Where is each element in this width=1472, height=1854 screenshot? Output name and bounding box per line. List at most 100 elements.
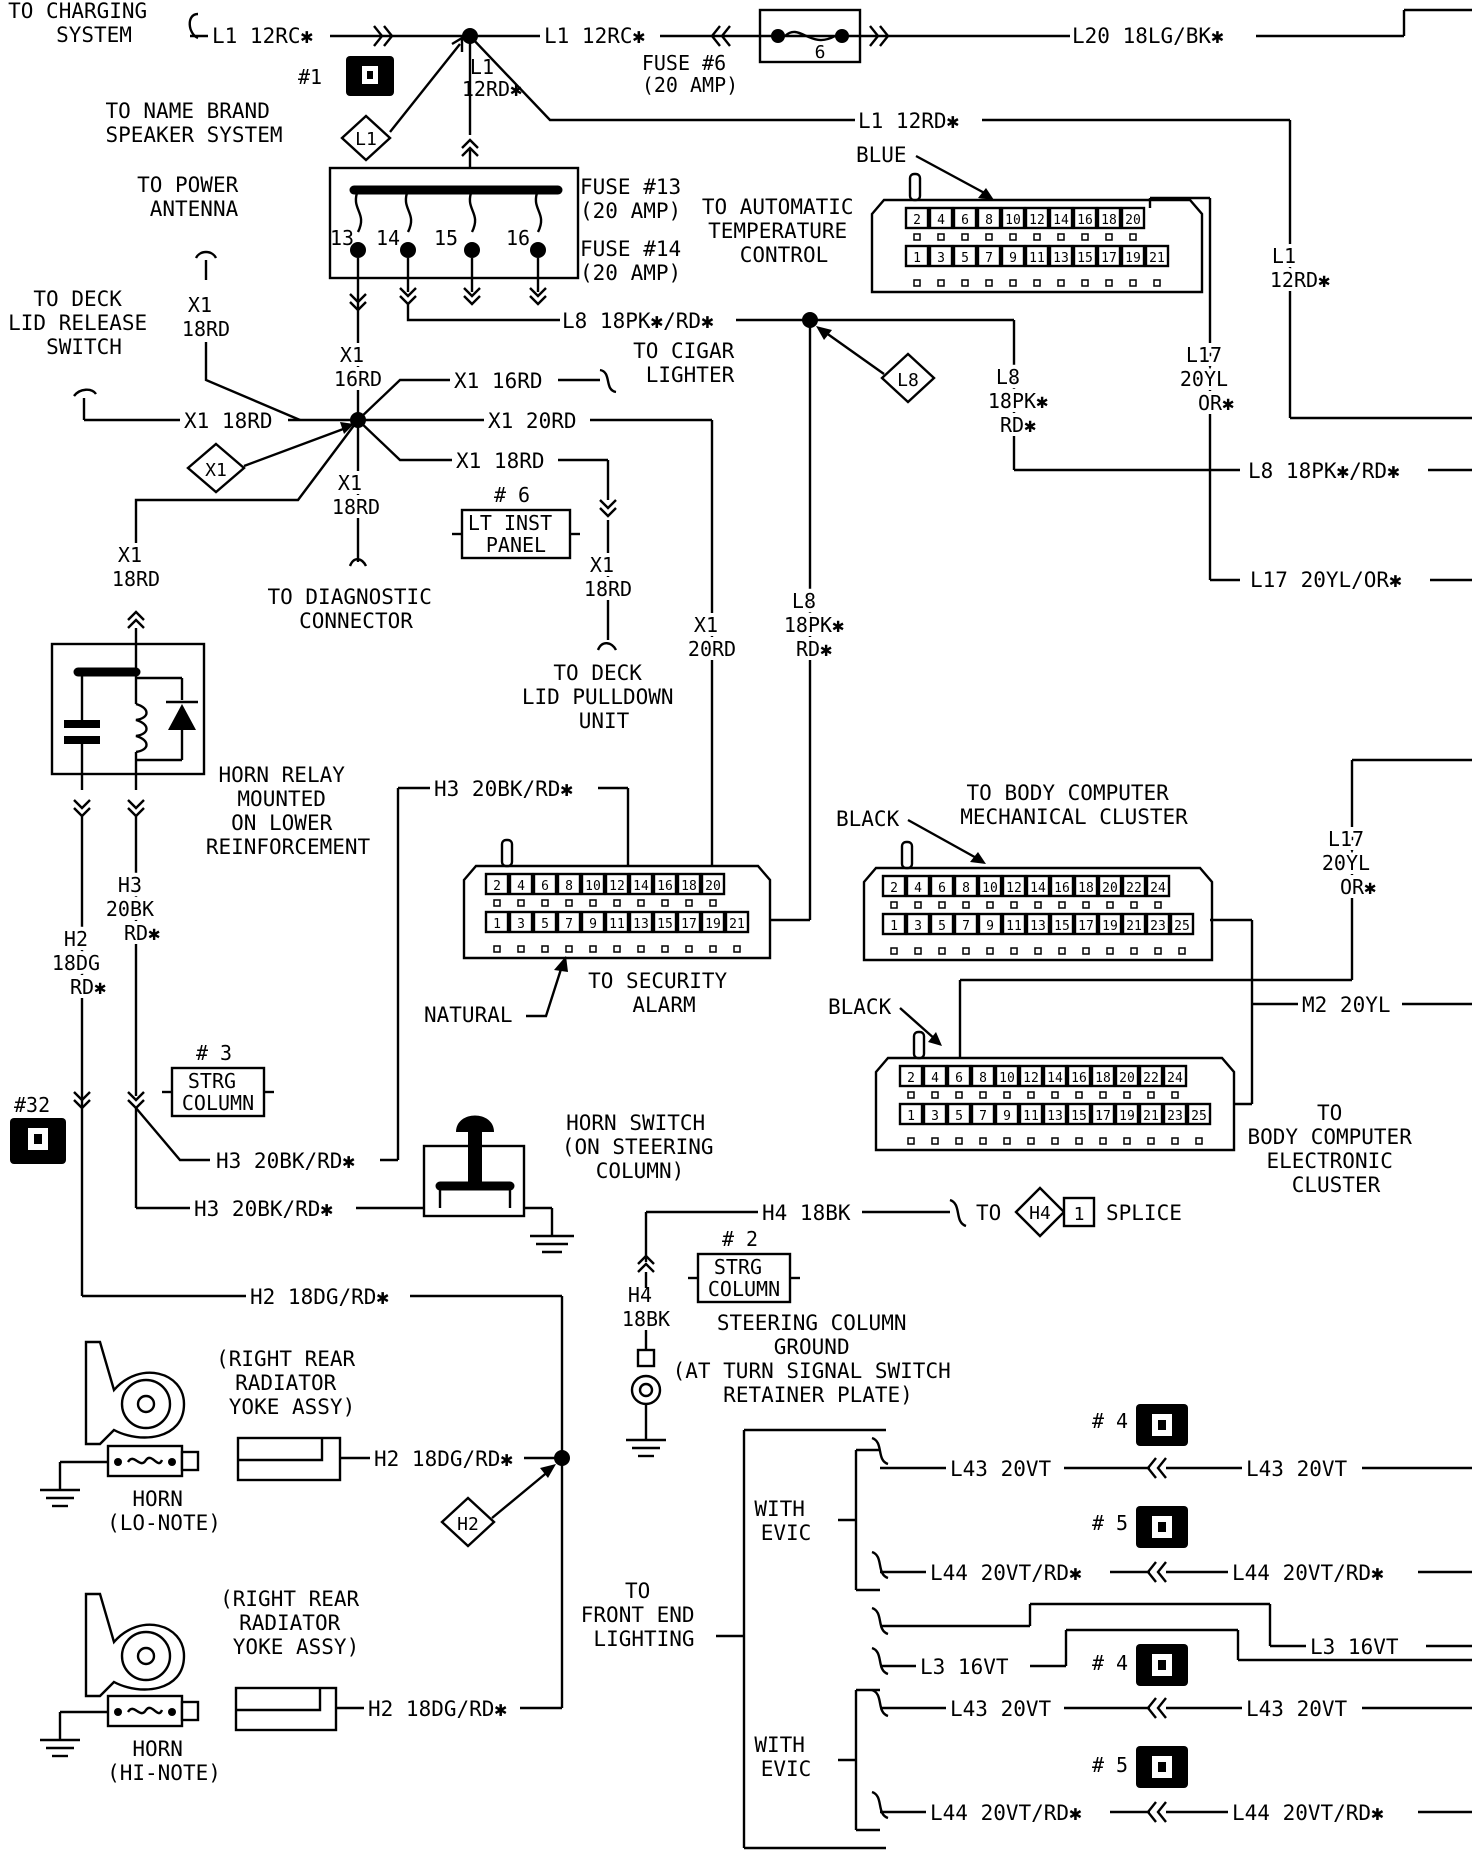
connector-pin-label: 21	[1149, 251, 1165, 266]
connector-pin	[1049, 874, 1075, 898]
connector-pin	[904, 244, 930, 268]
connector-pin-label: 24	[1167, 1071, 1183, 1086]
to-charging-system-label: TO CHARGING SYSTEM	[8, 0, 160, 47]
svg-text:L17 20YL OR✱: L17 20YL OR✱	[1180, 343, 1240, 415]
connector-pin	[1073, 874, 1099, 898]
connector-pin-label: 10	[585, 879, 601, 894]
connector-pin-label: 12	[1006, 881, 1022, 896]
connector-1: #1	[298, 56, 394, 96]
connector-pin	[977, 874, 1003, 898]
connector-pin-label: 11	[609, 917, 625, 932]
svg-text:H2 18DG/RD✱: H2 18DG/RD✱	[368, 1697, 507, 1721]
connector-pin-label: 25	[1174, 919, 1190, 934]
connector-pin-label: 8	[962, 881, 970, 896]
svg-text:# 3: # 3	[196, 1041, 232, 1065]
connector-pin	[946, 1064, 972, 1088]
connector-pin	[1138, 1102, 1164, 1126]
connector-pin-label: 20	[1119, 1071, 1135, 1086]
connector-pin-label: 19	[1125, 251, 1141, 266]
connector-pin	[1001, 874, 1027, 898]
connector-pin-label: 17	[681, 917, 697, 932]
svg-text:H3 20BK/RD✱: H3 20BK/RD✱	[434, 777, 573, 801]
horn-switch-label: HORN SWITCH (ON STEERING COLUMN)	[562, 1111, 726, 1183]
connector-pin-label: 18	[1095, 1071, 1111, 1086]
connector-pin	[928, 206, 954, 230]
connector-pin-label: 15	[657, 917, 673, 932]
connector-pin-label: 22	[1143, 1071, 1159, 1086]
steering-ground-label: STEERING COLUMN GROUND (AT TURN SIGNAL S…	[673, 1311, 964, 1407]
connector-pin-label: 1	[890, 919, 898, 934]
connector-pin-label: 18	[1101, 213, 1117, 228]
fuse-block-13-16: 13 14 15 16	[328, 166, 580, 312]
connector-pin	[953, 874, 979, 898]
connector-pin	[1120, 244, 1146, 268]
connector-pin	[1072, 244, 1098, 268]
l8-right-label: L8 18PK✱/RD✱	[1248, 459, 1400, 483]
svg-text:H4: H4	[1029, 1203, 1051, 1224]
connector-pin-label: 18	[1078, 881, 1094, 896]
connector-pin	[929, 912, 955, 936]
connector-pin-label: 18	[681, 879, 697, 894]
black-label-1: BLACK	[836, 807, 900, 831]
connector-pin-label: 19	[1102, 919, 1118, 934]
svg-text:L44 20VT/RD✱: L44 20VT/RD✱	[1232, 1801, 1384, 1825]
connector-pin-label: 12	[1029, 213, 1045, 228]
connector-pin-label: 16	[1054, 881, 1070, 896]
connector-pin	[580, 910, 606, 934]
svg-text:TO DECK LID PULLDOWN U: TO DECK LID PULLDOWN UNIT	[522, 661, 686, 733]
connector-pin	[1066, 1102, 1092, 1126]
svg-text:# 5: # 5	[1092, 1511, 1128, 1535]
connector-pin	[922, 1064, 948, 1088]
connector-pin	[532, 910, 558, 934]
l1-12rc-label-b: L1 12RC✱	[544, 24, 646, 48]
connector-pin	[700, 872, 726, 896]
connector-pin-label: 4	[931, 1071, 939, 1086]
svg-text:# 6: # 6	[494, 483, 530, 507]
connector-pin-label: 7	[979, 1109, 987, 1124]
svg-text:# 5: # 5	[1092, 1753, 1128, 1777]
svg-text:TO CIGAR LIGHTER: TO CIGAR LIGHTER	[633, 339, 747, 387]
connector-pin	[1090, 1064, 1116, 1088]
connector-pin	[1138, 1064, 1164, 1088]
svg-text:L8 18PK✱ RD✱: L8 18PK✱ RD✱	[784, 589, 856, 661]
connector-pin-label: 22	[1126, 881, 1142, 896]
svg-text:L1 12RD✱: L1 12RD✱	[462, 55, 522, 101]
connector-pin-label: 9	[1009, 251, 1017, 266]
connector-pin-label: 3	[914, 919, 922, 934]
connector-pin	[928, 244, 954, 268]
connector-pin	[922, 1102, 948, 1126]
connector-pin-label: 7	[985, 251, 993, 266]
svg-text:HORN (HI-NOTE): HORN (HI-NOTE)	[107, 1737, 221, 1785]
connector-pin	[556, 872, 582, 896]
to-deck-lid-release-label: TO DECK LID RELEASE SWITCH	[8, 287, 160, 359]
connector-pin	[628, 872, 654, 896]
connector-pin	[977, 912, 1003, 936]
connector-pin-label: 14	[633, 879, 649, 894]
m2-wire: M2 20YL	[1210, 918, 1472, 1106]
svg-text:L44 20VT/RD✱: L44 20VT/RD✱	[930, 1801, 1082, 1825]
svg-text:M2 20YL: M2 20YL	[1302, 993, 1391, 1017]
svg-text:# 2: # 2	[722, 1227, 758, 1251]
connector-pin-label: 1	[493, 917, 501, 932]
connector-pin-label: 24	[1150, 881, 1166, 896]
connector-pin	[1000, 244, 1026, 268]
connector-pin-label: 8	[979, 1071, 987, 1086]
connector-pin	[1097, 874, 1123, 898]
connector-pin-label: 13	[633, 917, 649, 932]
connector-pin-label: 1	[907, 1109, 915, 1124]
connector-pin-label: 14	[1053, 213, 1069, 228]
connector-pin-label: 21	[729, 917, 745, 932]
connector-pin-label: 19	[1119, 1109, 1135, 1124]
svg-text:L43 20VT: L43 20VT	[950, 1457, 1052, 1481]
connector-pin-label: 23	[1150, 919, 1166, 934]
svg-text:L43 20VT: L43 20VT	[950, 1697, 1052, 1721]
svg-text:L43 20VT: L43 20VT	[1246, 1457, 1348, 1481]
svg-text:WITH EVIC: WITH EVIC	[754, 1497, 817, 1545]
svg-text:L44 20VT/RD✱: L44 20VT/RD✱	[930, 1561, 1082, 1585]
connector-pin	[1090, 1102, 1116, 1126]
connector-pin-label: 3	[937, 251, 945, 266]
